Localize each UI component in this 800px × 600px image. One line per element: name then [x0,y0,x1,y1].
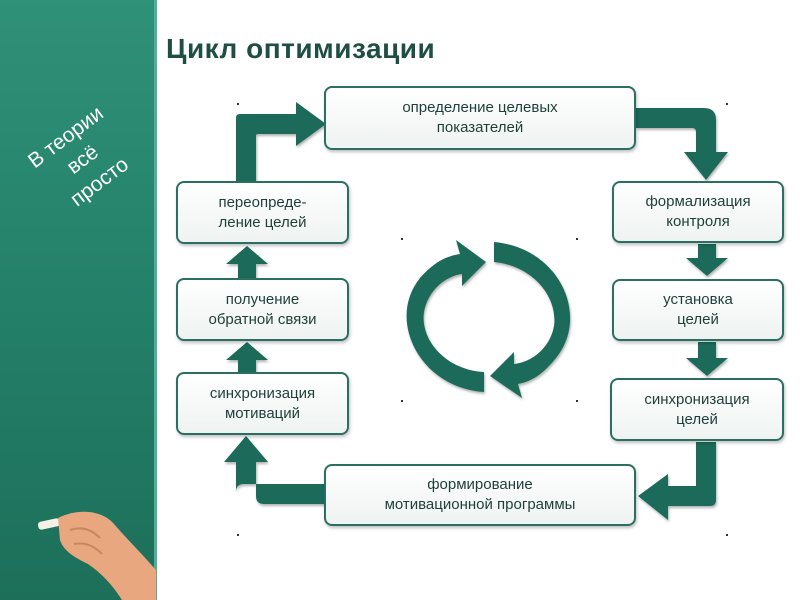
arrow-left-2-to-1 [226,246,268,278]
node-motivation-program: формирование мотивационной программы [324,464,636,526]
decor-dot [576,238,578,240]
decor-dot [726,534,728,536]
arrow-top-to-right [636,108,728,180]
node-set-goals: установка целей [612,279,784,341]
decor-dot [237,103,239,105]
chalkboard-panel [0,0,157,600]
hand-with-chalk-illustration [37,511,156,600]
node-redefine-goals: переопреде- ление целей [176,181,349,244]
decor-dot [726,103,728,105]
decor-dot [237,534,239,536]
arrow-right-to-bottom [638,442,716,520]
node-formalize-control: формализация контроля [612,181,784,243]
node-define-targets: определение целевых показателей [324,86,636,150]
arrow-right-2-to-3 [686,342,728,376]
node-get-feedback: получение обратной связи [176,278,349,341]
center-cycle-arrow-right [490,242,571,398]
decor-dot [401,400,403,402]
arrow-left-to-top [236,102,326,182]
arrow-right-1-to-2 [686,244,728,276]
node-sync-motivations: синхронизация мотиваций [176,372,349,435]
center-cycle-arrow-left [406,240,486,392]
arrow-bottom-to-left [224,436,326,504]
chalkboard-edge [154,0,157,600]
node-sync-goals: синхронизация целей [610,378,784,441]
decor-dot [576,400,578,402]
slide-title: Цикл оптимизации [166,33,436,64]
arrow-left-3-to-2 [226,342,268,372]
decor-dot [401,238,403,240]
